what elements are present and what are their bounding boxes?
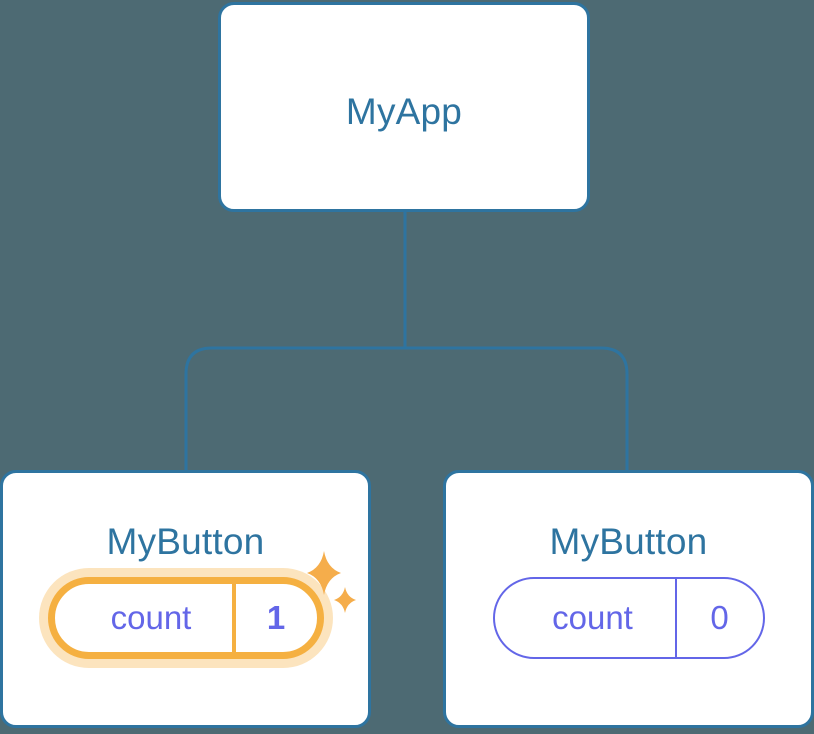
state-value: 0	[674, 579, 763, 657]
state-pill[interactable]: count 0	[492, 577, 765, 659]
component-card-mybutton-2[interactable]: MyButton count 0	[443, 470, 814, 728]
sparkle-small-icon	[333, 587, 356, 613]
component-title: MyButton	[549, 521, 708, 562]
state-pill-plain[interactable]: count 0	[492, 577, 765, 659]
state-pill-highlighted[interactable]: count 1	[47, 551, 356, 659]
state-pill[interactable]: count 1	[47, 577, 324, 659]
component-card-myapp[interactable]: MyApp	[218, 2, 590, 212]
component-card-mybutton-1[interactable]: MyButton count 1	[0, 470, 371, 728]
state-value: 1	[231, 584, 317, 652]
component-title: MyApp	[345, 91, 463, 132]
connector-bus-right	[405, 346, 629, 472]
component-title: MyButton	[106, 521, 265, 562]
state-key: count	[110, 599, 192, 636]
state-key: count	[552, 599, 633, 636]
connector-bus-left	[184, 346, 405, 472]
